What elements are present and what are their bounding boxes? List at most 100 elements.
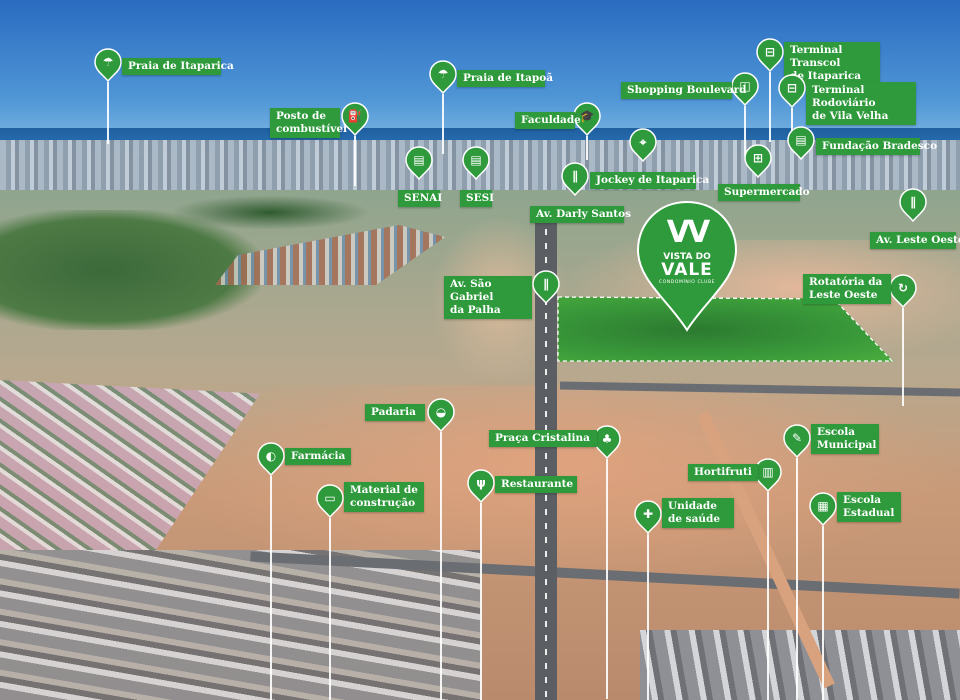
pin-stem-restaurante: [480, 503, 482, 700]
classroom-icon: ▤: [795, 133, 807, 147]
beach-icon: ☂: [102, 55, 114, 69]
map-pin-jockey-itaparica[interactable]: ∥: [561, 162, 589, 196]
place-label-faculdade[interactable]: Faculdade: [515, 112, 581, 129]
place-label-senai[interactable]: SENAI: [398, 190, 442, 207]
pin-stem-praca-cristalina: [606, 459, 608, 699]
place-label-av-leste-oeste[interactable]: Av. Leste Oeste: [870, 232, 960, 249]
map-pin-unidade-saude[interactable]: ✚: [634, 500, 662, 534]
produce-basket-icon: ▥: [762, 465, 774, 479]
place-label-fundacao-bradesco[interactable]: Fundação Bradesco: [816, 138, 937, 155]
place-label-sesi[interactable]: SESI: [460, 190, 494, 207]
pin-stem-terminal-rodoviario: [791, 108, 793, 148]
place-label-farmacia[interactable]: Farmácia: [285, 448, 351, 465]
health-cross-icon: ✚: [642, 507, 654, 521]
map-pin-escola-municipal[interactable]: ✎: [783, 424, 811, 458]
place-label-restaurante[interactable]: Restaurante: [495, 476, 577, 493]
tree-icon: ♣: [601, 432, 613, 446]
map-pin-escola-estadual[interactable]: ▦: [809, 492, 837, 526]
place-label-praia-itapoa[interactable]: Praia de Itapoã: [457, 70, 553, 87]
map-pin-praia-itapoa[interactable]: ☂: [429, 60, 457, 94]
place-label-supermercado[interactable]: Supermercado: [718, 184, 810, 201]
pin-stem-rotatoria: [902, 308, 904, 406]
road-main: [535, 215, 557, 700]
map-pin-terminal-transcol[interactable]: ⊟: [756, 38, 784, 72]
map-location-icon: ⌖: [639, 135, 647, 149]
map-pin-fundacao-bradesco[interactable]: ▤: [787, 126, 815, 160]
map-pin-shopping-boulevard[interactable]: ◫: [731, 72, 759, 106]
graduation-cap-icon: 🎓: [579, 109, 595, 123]
map-pin-praca-cristalina[interactable]: ♣: [593, 425, 621, 459]
map-pin-restaurante[interactable]: ψ: [467, 469, 495, 503]
beach-icon: ☂: [437, 67, 449, 81]
road-icon: ∥: [572, 169, 578, 183]
cutlery-icon: ψ: [476, 476, 486, 490]
vegetation-mid: [170, 195, 370, 230]
map-pin-senai[interactable]: ▤: [405, 146, 433, 180]
classroom-icon: ▤: [470, 153, 482, 167]
map-pin-supermercado[interactable]: ⊞: [744, 144, 772, 178]
place-label-padaria[interactable]: Padaria: [365, 404, 425, 421]
map-pin-posto-combustivel[interactable]: ⛽: [341, 102, 369, 136]
map-pin-padaria[interactable]: ◒: [427, 398, 455, 432]
logo-subtitle: CONDOMÍNIO CLUBE: [658, 280, 716, 285]
pin-stem-terminal-transcol: [769, 72, 771, 142]
map-pin-hortifruti[interactable]: ▥: [754, 458, 782, 492]
pin-stem-praia-itaparica: [107, 82, 109, 144]
bus-icon: ⊟: [764, 45, 776, 59]
pin-stem-material-construcao: [329, 518, 331, 700]
houses-bottom-right: [640, 630, 960, 700]
road-icon: ∥: [910, 195, 916, 209]
pin-stem-escola-estadual: [822, 526, 824, 700]
logo-mark: VV: [666, 215, 710, 250]
vegetation-left: [0, 210, 260, 330]
pin-stem-posto-combustivel: [354, 136, 356, 186]
pin-stem-praia-itapoa: [442, 94, 444, 154]
place-label-jockey-itaparica[interactable]: Jockey de Itaparica: [590, 172, 709, 189]
bread-icon: ◒: [435, 405, 447, 419]
pin-stem-farmacia: [270, 476, 272, 700]
fuel-icon: ⛽: [347, 109, 363, 123]
houses-bottom: [0, 550, 480, 700]
place-label-praca-cristalina[interactable]: Praça Cristalina: [489, 430, 597, 447]
abc-board-icon: ▦: [817, 499, 829, 513]
pin-stem-padaria: [440, 432, 442, 700]
plot-outline: [557, 296, 894, 362]
map-pin-av-sao-gabriel[interactable]: ∥: [532, 270, 560, 304]
place-label-av-darly-santos[interactable]: Av. Darly Santos: [530, 206, 631, 223]
place-label-praia-itaparica[interactable]: Praia de Itaparica: [122, 58, 234, 75]
map-pin-av-leste-oeste[interactable]: ∥: [899, 188, 927, 222]
vista-do-vale-logo-pin: VV VISTA DO VALE CONDOMÍNIO CLUBE: [636, 200, 738, 332]
map-pin-faculdade[interactable]: 🎓: [573, 102, 601, 136]
classroom-icon: ▤: [413, 153, 425, 167]
map-pin-terminal-rodoviario[interactable]: ⊟: [778, 74, 806, 108]
bus-icon: ⊟: [786, 81, 798, 95]
shopping-bag-icon: ◫: [739, 79, 751, 93]
map-pin-farmacia[interactable]: ◐: [257, 442, 285, 476]
map-pin-material-construcao[interactable]: ▭: [316, 484, 344, 518]
map-pin-map-marker[interactable]: ⌖: [629, 128, 657, 162]
place-label-hortifruti[interactable]: Hortifruti: [688, 464, 758, 481]
map-pin-sesi[interactable]: ▤: [462, 146, 490, 180]
shopping-cart-icon: ⊞: [752, 151, 764, 165]
place-label-shopping-boulevard[interactable]: Shopping Boulevard: [621, 82, 746, 99]
pill-icon: ◐: [265, 449, 277, 463]
pin-stem-faculdade: [586, 136, 588, 160]
road-icon: ∥: [543, 277, 549, 291]
pin-stem-hortifruti: [767, 492, 769, 700]
paint-roller-icon: ▭: [324, 491, 336, 505]
map-pin-rotatoria[interactable]: ↻: [889, 274, 917, 308]
roundabout-icon: ↻: [897, 281, 909, 295]
development-plot: [558, 297, 894, 362]
logo-title-line2: VALE: [661, 260, 713, 280]
pin-stem-unidade-saude: [647, 534, 649, 700]
map-pin-praia-itaparica[interactable]: ☂: [94, 48, 122, 82]
